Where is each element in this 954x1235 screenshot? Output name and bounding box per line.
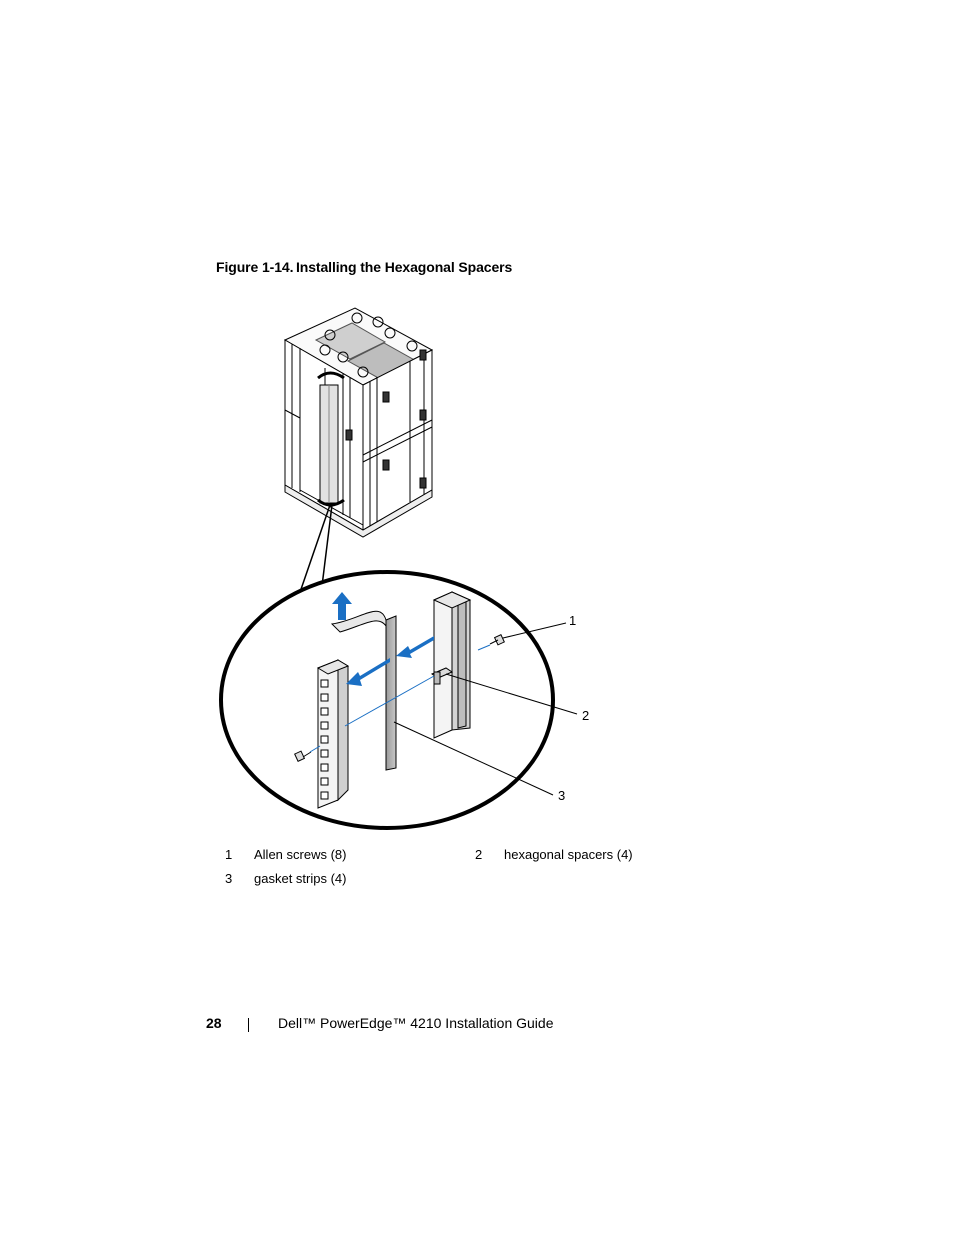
magnifier-pointer-left [297,504,331,599]
legend-text: Allen screws (8) [254,847,347,862]
hexagonal-spacer [430,667,454,685]
figure-caption: Figure 1-14.Installing the Hexagonal Spa… [216,259,512,275]
left-rail [316,659,350,809]
figure-title: Installing the Hexagonal Spacers [296,259,513,275]
assembly-guide-lines [309,644,491,753]
legend-item: 1 Allen screws (8) [225,847,346,862]
callout-leaders [393,622,578,796]
footer-separator [248,1018,249,1032]
callout-1: 1 [569,613,577,628]
callout-3: 3 [558,788,566,803]
page-number: 28 [206,1015,222,1031]
gasket-strip [330,610,397,771]
magnifier-pointer-right [321,504,333,587]
legend-text: gasket strips (4) [254,871,347,886]
legend-num: 2 [475,847,483,862]
legend-num: 3 [225,871,233,886]
figure-number: Figure 1-14. [216,259,294,275]
legend-text: hexagonal spacers (4) [504,847,633,862]
legend-num: 1 [225,847,233,862]
callout-2: 2 [582,708,590,723]
guide-title: Dell™ PowerEdge™ 4210 Installation Guide [278,1015,554,1031]
legend-item: 3 gasket strips (4) [225,871,346,886]
right-rail [432,591,472,739]
allen-screw-right [489,634,505,646]
allen-screw-left [294,750,312,762]
legend-item: 2 hexagonal spacers (4) [475,847,633,862]
blue-arrows [332,592,434,686]
rack-cabinet [283,307,434,538]
